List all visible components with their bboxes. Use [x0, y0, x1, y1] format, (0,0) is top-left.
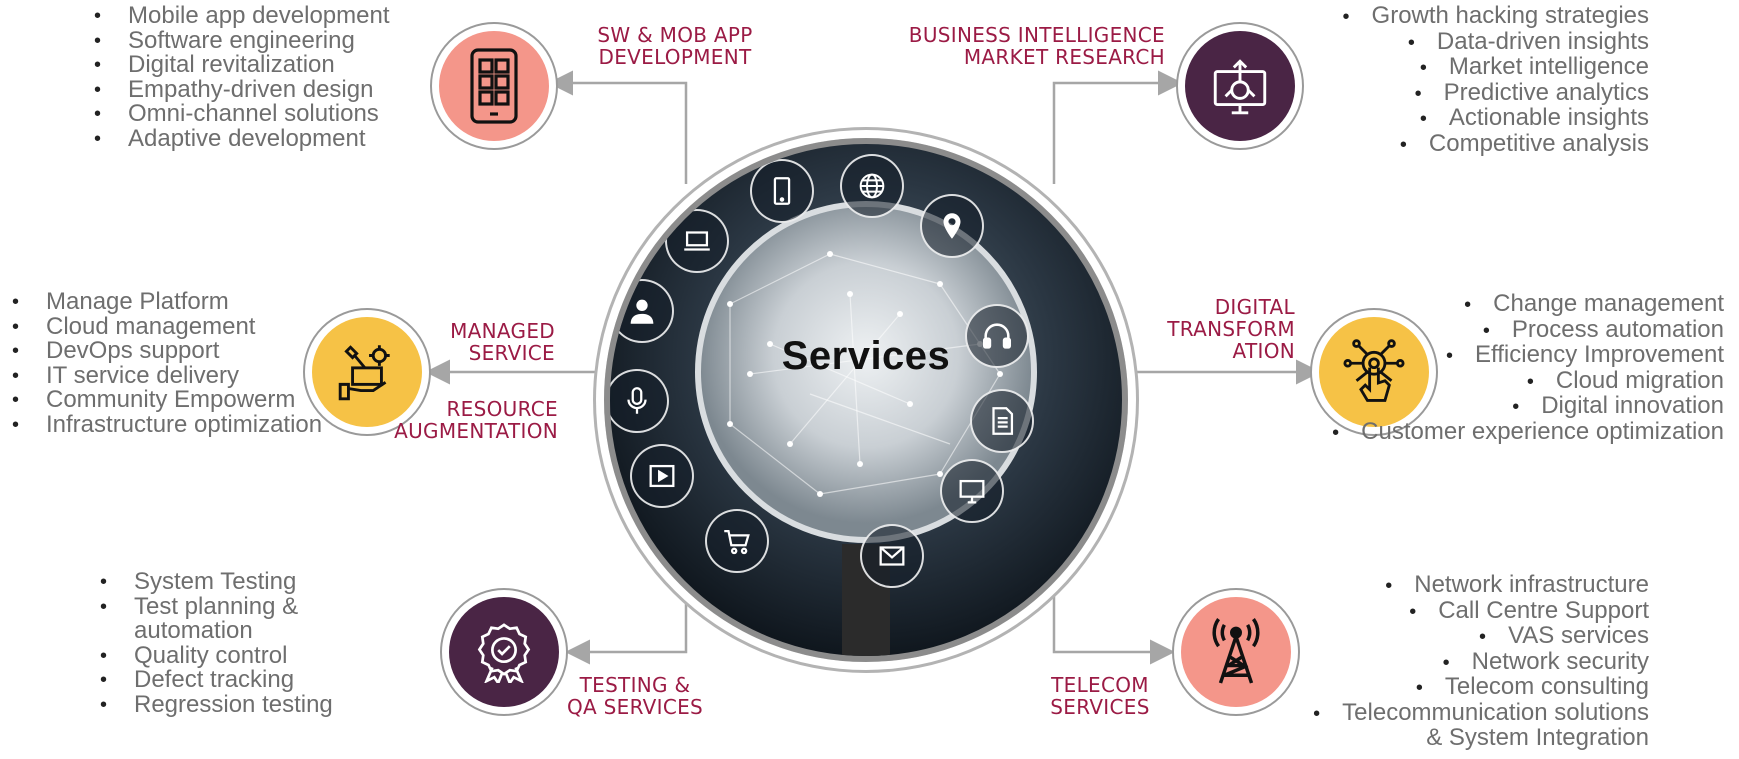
list-item: Empathy-driven design [94, 77, 390, 103]
list-item: Competitive analysis [1343, 131, 1649, 158]
list-item: Digital revitalization [94, 52, 390, 78]
monitor-icon [940, 459, 1004, 523]
bi-badge [1176, 22, 1304, 150]
list-item: Telecom consulting [1313, 674, 1649, 701]
list-item: Regression testing [100, 692, 333, 718]
mobile-app-icon [470, 48, 518, 124]
antenna-tower-icon [1212, 618, 1260, 684]
quality-badge-icon [477, 623, 531, 683]
list-item: Network security [1313, 649, 1649, 676]
list-item: System Testing [100, 569, 333, 595]
shopping-cart-icon [705, 509, 769, 573]
list-item: Test planning & [100, 594, 333, 620]
globe-icon [840, 154, 904, 218]
list-item: Cloud migration [1332, 368, 1724, 395]
laptop-icon [665, 209, 729, 273]
sw-mob-badge [430, 22, 558, 150]
list-item: Adaptive development [94, 126, 390, 152]
user-icon [610, 279, 674, 343]
managed-list: Manage Platform Cloud management DevOps … [12, 289, 322, 438]
list-item: VAS services [1313, 623, 1649, 650]
list-item: DevOps support [12, 338, 322, 364]
list-item: Omni-channel solutions [94, 101, 390, 127]
list-item: Customer experience optimization [1332, 419, 1724, 446]
list-item: Growth hacking strategies [1343, 3, 1649, 30]
tablet-icon [750, 159, 814, 223]
services-hub: Services [604, 138, 1128, 662]
analytics-monitor-icon [1213, 59, 1267, 115]
headphones-icon [965, 304, 1029, 368]
document-icon [970, 389, 1034, 453]
testing-list: System Testing Test planning & automatio… [100, 569, 333, 718]
list-item: Call Centre Support [1313, 598, 1649, 625]
list-item: Market intelligence [1343, 54, 1649, 81]
hub-title: Services [781, 334, 951, 378]
list-item: Software engineering [94, 28, 390, 54]
list-item: Data-driven insights [1343, 29, 1649, 56]
list-item-continued: automation [134, 617, 253, 644]
connector-telecom [1052, 570, 1175, 665]
list-item: Telecommunication solutions [1313, 700, 1649, 727]
telecom-list: Network infrastructure Call Centre Suppo… [1313, 572, 1649, 751]
video-player-icon [630, 444, 694, 508]
envelope-icon [860, 524, 924, 588]
list-item: Predictive analytics [1343, 80, 1649, 107]
telecom-badge [1172, 588, 1300, 716]
list-item: Defect tracking [100, 667, 333, 693]
network-globe-graphic [695, 201, 1037, 656]
testing-badge [440, 588, 568, 716]
list-item: Digital innovation [1332, 393, 1724, 420]
list-item: Community Empowerm [12, 387, 322, 413]
bi-list: Growth hacking strategies Data-driven in… [1343, 3, 1649, 158]
connector-sw-mob [548, 70, 688, 184]
list-item-continued: & System Integration [1426, 724, 1649, 751]
list-item: Manage Platform [12, 289, 322, 315]
list-item: Infrastructure optimization [12, 412, 322, 438]
testing-title: TESTING &QA SERVICES [566, 673, 704, 719]
list-item: Efficiency Improvement [1332, 342, 1724, 369]
digital-list: Change management Process automation Eff… [1332, 291, 1724, 446]
list-item: Process automation [1332, 317, 1724, 344]
list-item: Cloud management [12, 314, 322, 340]
list-item: Network infrastructure [1313, 572, 1649, 599]
list-item: Quality control [100, 643, 333, 669]
connector-bi [1052, 70, 1183, 184]
list-item: Actionable insights [1343, 105, 1649, 132]
tools-hand-icon [338, 345, 390, 401]
connector-testing [565, 570, 688, 665]
list-item: IT service delivery [12, 363, 322, 389]
microphone-icon [610, 369, 669, 433]
list-item: Mobile app development [94, 3, 390, 29]
managed-badge [303, 308, 431, 436]
list-item: Change management [1332, 291, 1724, 318]
location-pin-icon [920, 194, 984, 258]
sw-mob-list: Mobile app development Software engineer… [94, 3, 390, 152]
